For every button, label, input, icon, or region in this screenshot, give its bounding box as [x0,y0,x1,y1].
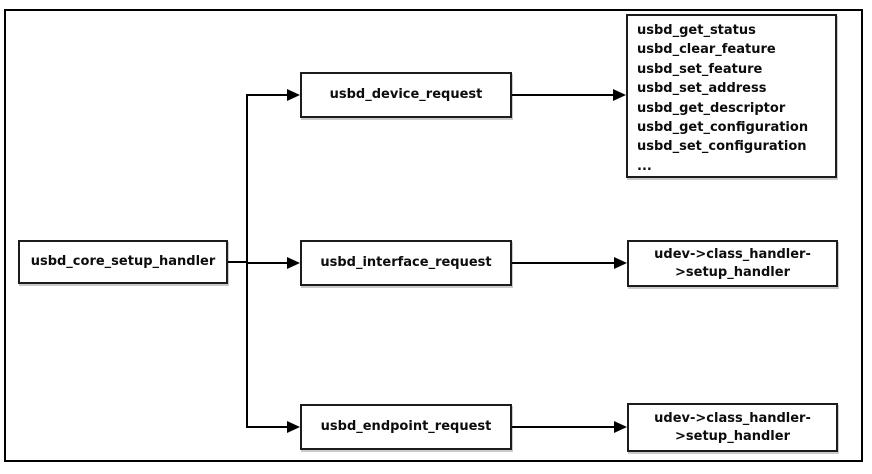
connector-branch-interface [246,262,288,264]
connector-device-to-functions [512,94,614,96]
function-list-item-ellipsis: ... [637,158,652,174]
connector-interface-to-target [512,262,615,264]
box-endpoint-setup-handler: udev->class_handler- >setup_handler [627,403,838,452]
function-list-item: usbd_get_configuration [637,120,809,136]
box-usbd-core-setup-handler: usbd_core_setup_handler [18,240,228,284]
arrowhead-endpoint [287,421,300,433]
box-label: usbd_core_setup_handler [30,254,216,269]
arrowhead-endpoint-target [614,421,627,433]
connector-endpoint-to-target [512,426,615,428]
function-list-item: usbd_get_descriptor [637,100,786,116]
box-label-line2: >setup_handler [675,264,790,280]
box-label-line1: udev->class_handler- [654,410,811,426]
box-label-line1: udev->class_handler- [654,246,811,262]
function-list-item: usbd_set_address [637,81,767,97]
connector-trunk [246,94,248,428]
box-interface-setup-handler: udev->class_handler- >setup_handler [627,240,838,287]
function-list-item: usbd_get_status [637,23,756,38]
arrowhead-interface [287,257,300,269]
arrowhead-device [287,89,300,101]
arrowhead-interface-target [614,257,627,269]
connector-branch-device [246,94,288,96]
box-label: usbd_interface_request [320,255,492,270]
box-usbd-interface-request: usbd_interface_request [300,240,512,286]
arrowhead-functions [613,89,626,101]
function-list-item: usbd_set_feature [637,61,763,77]
box-device-function-list: usbd_get_status usbd_clear_feature usbd_… [626,14,837,178]
box-usbd-endpoint-request: usbd_endpoint_request [300,404,512,450]
box-label-line2: >setup_handler [675,428,790,444]
connector-branch-endpoint [246,426,288,428]
function-list-item: usbd_set_configuration [637,139,807,155]
box-label: usbd_endpoint_request [320,419,492,434]
box-label: usbd_device_request [329,87,483,102]
function-list-item: usbd_clear_feature [637,42,776,58]
connector-root-to-trunk [228,261,248,263]
box-usbd-device-request: usbd_device_request [300,72,512,118]
